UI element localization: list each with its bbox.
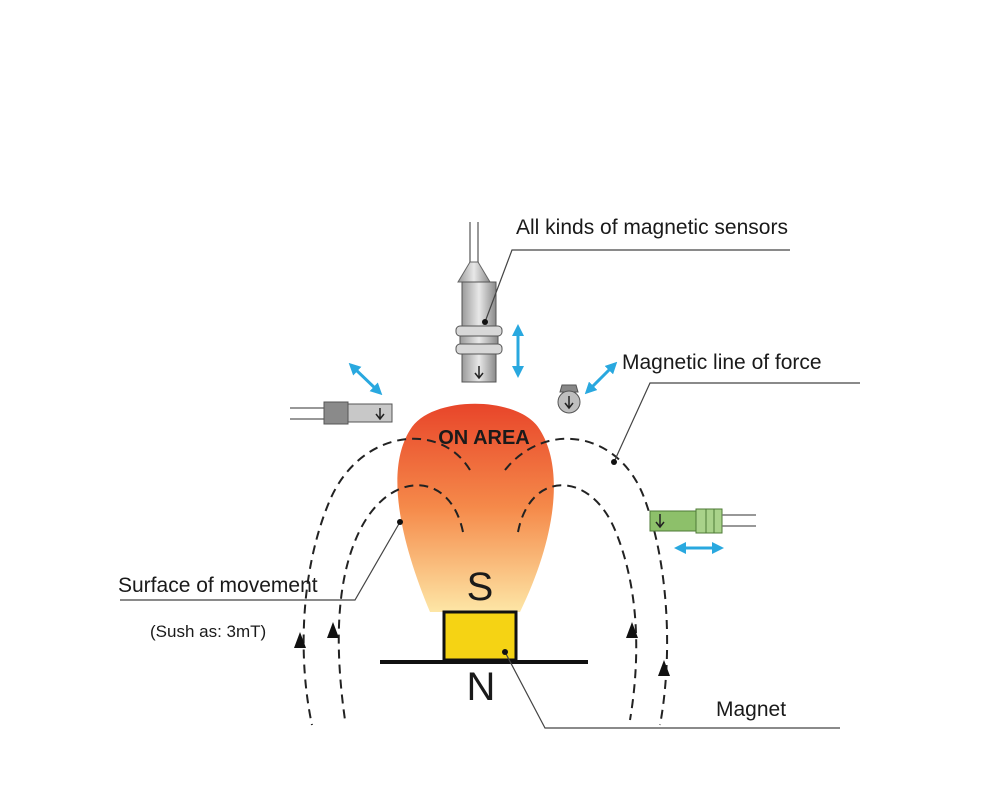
on-area-shape xyxy=(397,403,554,612)
sensor-small xyxy=(557,384,581,414)
sense-direction-icon xyxy=(474,366,484,380)
sensor-right xyxy=(649,508,756,534)
leader-line-of-force xyxy=(613,382,860,463)
field-lines xyxy=(302,437,669,726)
label-surface: Surface of movement xyxy=(118,574,318,597)
pole-n-label: N xyxy=(467,665,496,709)
leader-sensors xyxy=(484,249,790,323)
sensor-top xyxy=(455,222,503,383)
field-direction-arrows xyxy=(294,622,670,676)
sensor-left xyxy=(290,401,393,425)
leader-magnet xyxy=(504,651,840,729)
field-line-outer-left xyxy=(302,437,471,726)
on-area-label: ON AREA xyxy=(438,427,529,449)
blue-arrow-diagonal-left xyxy=(348,362,383,396)
field-line-inner-left xyxy=(337,484,464,721)
pole-s-label: S xyxy=(467,565,494,609)
arrow-up-inner-left xyxy=(327,622,339,638)
leader-dots xyxy=(397,319,617,655)
blue-arrow-diagonal-right xyxy=(584,361,618,395)
label-line-of-force: Magnetic line of force xyxy=(622,351,822,374)
arrow-up-inner-right xyxy=(626,622,638,638)
field-line-inner-right xyxy=(517,484,638,721)
arrow-up-outer-right xyxy=(658,660,670,676)
arrow-up-outer-left xyxy=(294,632,306,648)
label-sensors: All kinds of magnetic sensors xyxy=(516,216,788,239)
leader-lines xyxy=(120,249,860,729)
leader-surface xyxy=(120,521,401,601)
label-surface-example: (Sush as: 3mT) xyxy=(150,622,266,641)
label-magnet: Magnet xyxy=(716,698,786,721)
